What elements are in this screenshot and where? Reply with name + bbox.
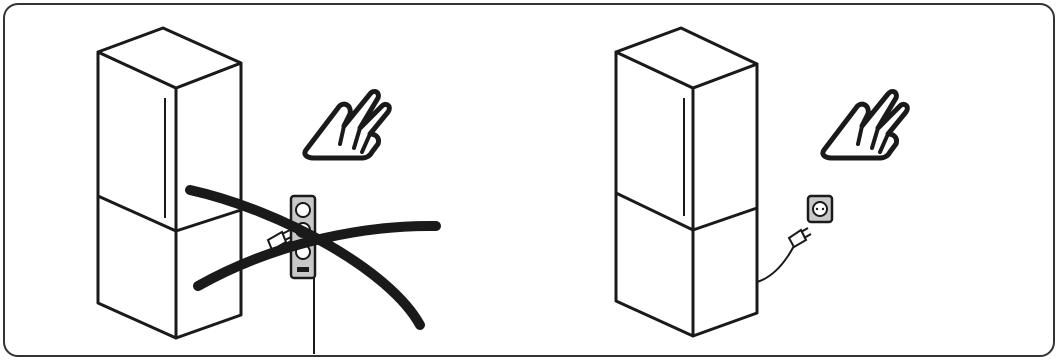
fridge-right — [614, 26, 759, 338]
fridge-left — [96, 26, 243, 340]
panel-incorrect — [96, 26, 441, 354]
cross-out-icon — [185, 185, 441, 330]
panel-frame — [3, 3, 1055, 357]
panel-correct — [614, 26, 907, 338]
wall-socket-icon — [806, 194, 834, 224]
power-plug-icon — [787, 227, 812, 249]
